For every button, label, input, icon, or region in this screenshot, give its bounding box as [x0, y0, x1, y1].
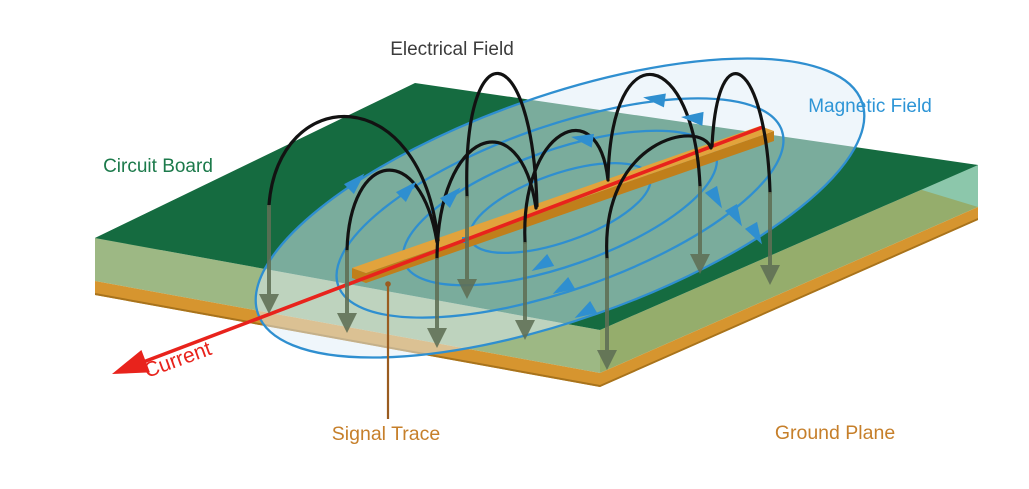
- label-electrical-field: Electrical Field: [390, 39, 514, 60]
- bfield-arrowhead-icon: [704, 185, 722, 209]
- bfield-arrowhead-icon: [531, 253, 555, 271]
- efield-arc: [710, 72, 772, 194]
- ground-plane-right: [600, 207, 978, 387]
- label-circuit-board: Circuit Board: [103, 156, 213, 177]
- bfield-arrowhead-icon: [439, 187, 461, 209]
- down-arrowhead-icon: [457, 279, 477, 299]
- down-arrowhead-icon: [515, 320, 535, 340]
- label-signal-trace: Signal Trace: [332, 423, 440, 445]
- magnetic-ring-3: [335, 97, 785, 319]
- efield-arc: [267, 114, 440, 242]
- signal-trace-leader: [385, 281, 391, 419]
- efield-down-arrows: [259, 186, 780, 370]
- label-current: Current: [141, 337, 215, 383]
- efield-arc: [345, 168, 439, 252]
- bfield-arrowheads: [343, 93, 762, 318]
- bfield-arrowhead-icon: [343, 173, 365, 195]
- label-ground-plane: Ground Plane: [775, 422, 895, 444]
- current-arrowhead: [112, 349, 150, 374]
- efield-arc: [606, 73, 702, 188]
- bfield-arrowhead-icon: [574, 300, 598, 318]
- down-arrowhead-icon: [690, 254, 710, 274]
- efield-arrow-heads: [259, 254, 780, 370]
- label-magnetic-field: Magnetic Field: [808, 96, 932, 117]
- bfield-arrowhead-icon: [571, 133, 595, 148]
- bfield-arrowhead-icon: [681, 111, 704, 126]
- down-arrowhead-icon: [259, 294, 279, 314]
- current-arrow: [112, 125, 764, 374]
- board-front-right-face: [600, 165, 978, 373]
- bfield-arrowhead-icon: [643, 93, 666, 108]
- bfield-arrowhead-icon: [395, 181, 417, 203]
- bfield-arrowhead-icon: [724, 203, 742, 227]
- down-arrowhead-icon: [337, 313, 357, 333]
- electrical-field-arcs: [267, 71, 772, 260]
- efield-arc: [523, 128, 610, 244]
- down-arrowhead-icon: [760, 265, 780, 285]
- labels: Electrical Field Magnetic Field Circuit …: [103, 39, 932, 445]
- down-arrowhead-icon: [427, 328, 447, 348]
- efield-arc: [605, 134, 713, 260]
- bfield-arrowhead-icon: [744, 221, 762, 245]
- bfield-arrowhead-icon: [552, 276, 576, 294]
- down-arrowhead-icon: [597, 350, 617, 370]
- efield-arc: [465, 71, 539, 208]
- efield-arrow-shafts: [267, 186, 772, 352]
- efield-arc: [435, 140, 538, 260]
